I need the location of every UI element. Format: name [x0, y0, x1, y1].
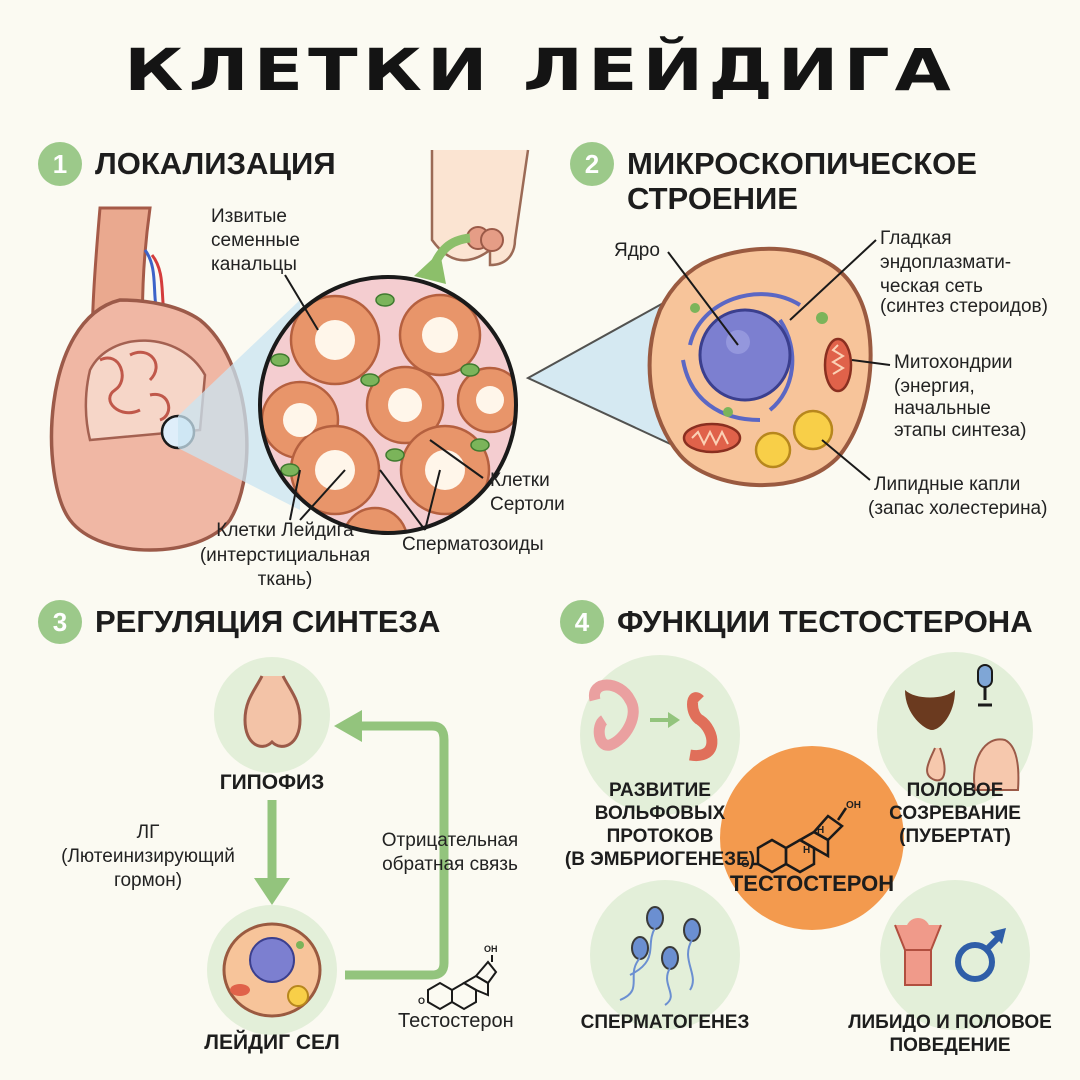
label-wolff-2: ВОЛЬФОВЫХ: [594, 803, 726, 824]
label-sperm: Сперматозоиды: [402, 534, 544, 555]
label-sertoli-2: Сертоли: [490, 494, 565, 515]
section-2-badge: 2: [570, 142, 614, 186]
label-puberty-1: ПОЛОВОЕ: [906, 780, 1004, 801]
testosterone-center: [720, 746, 904, 930]
mini-molecule-o: O: [418, 996, 426, 1006]
label-sertoli-1: Клетки: [490, 470, 550, 491]
label-mito-4: этапы синтеза): [894, 420, 1027, 441]
molecule-h-1: H: [817, 825, 825, 836]
label-leydig-cell: ЛЕЙДИГ СЕЛ: [204, 1031, 340, 1054]
section-2-title-line2: СТРОЕНИЕ: [627, 181, 798, 216]
label-puberty-3: (ПУБЕРТАТ): [899, 826, 1011, 847]
wolffian-node: [580, 655, 740, 815]
label-puberty-2: СОЗРЕВАНИЕ: [889, 803, 1021, 824]
label-leydig-3: ткань): [257, 569, 313, 590]
leader-lines-s2: [667, 239, 891, 481]
tubules-zoom-circle: [258, 275, 518, 535]
label-wolff-1: РАЗВИТИЕ: [609, 780, 711, 801]
label-mito-2: (энергия,: [894, 376, 975, 397]
label-lipid-1: Липидные капли: [874, 474, 1021, 495]
leydig-cell: [647, 246, 873, 488]
puberty-node: [877, 652, 1033, 808]
label-testosterone-small: Тестостерон: [398, 1010, 514, 1032]
label-feedback-2: обратная связь: [382, 854, 518, 875]
label-libido-1: ЛИБИДО И ПОЛОВОЕ: [848, 1012, 1052, 1033]
label-ser-2: эндоплазмати-: [880, 252, 1012, 273]
molecule-h-2: H: [803, 845, 811, 856]
label-mito-3: начальные: [894, 398, 991, 419]
label-tubules-2: семенные: [211, 230, 300, 251]
label-tubules-3: канальцы: [211, 254, 297, 275]
label-pituitary: ГИПОФИЗ: [219, 771, 325, 794]
leader-lines-s1: [284, 274, 484, 531]
body-silhouette: [430, 149, 530, 267]
label-spermatogenesis: СПЕРМАТОГЕНЕЗ: [580, 1012, 750, 1033]
lh-arrow: [254, 800, 290, 905]
page-title: КЛЕТКИ ЛЕЙДИГА: [124, 36, 956, 104]
section-2-title-line1: МИКРОСКОПИЧЕСКОЕ: [627, 146, 977, 181]
label-wolff-4: (В ЭМБРИОГЕНЕЗЕ): [564, 849, 756, 870]
zoom-arrow-head: [414, 252, 446, 284]
label-lh-3: гормон): [113, 870, 183, 891]
pituitary-node: [214, 657, 330, 773]
testosterone-mini-molecule: [427, 955, 498, 1011]
label-ser-4: (синтез стероидов): [880, 296, 1048, 317]
label-lh-2: (Лютеинизирующий: [61, 846, 235, 867]
feedback-loop-arrow: [334, 710, 449, 980]
label-lipid-2: (запас холестерина): [868, 498, 1048, 519]
section-4-title: ФУНКЦИИ ТЕСТОСТЕРОНА: [617, 604, 1033, 639]
label-tubules-1: Извитые: [211, 206, 287, 227]
spermatogenesis-node: [590, 880, 740, 1030]
section-1-badge: 1: [38, 142, 82, 186]
label-nucleus: Ядро: [614, 240, 660, 261]
section-3-badge: 3: [38, 600, 82, 644]
label-ser-1: Гладкая: [880, 228, 952, 249]
label-leydig-1: Клетки Лейдига: [216, 520, 354, 541]
label-leydig-2: (интерстициальная: [199, 545, 371, 566]
label-wolff-3: ПРОТОКОВ: [606, 826, 714, 847]
section-1-title: ЛОКАЛИЗАЦИЯ: [95, 146, 336, 181]
label-libido-2: ПОВЕДЕНИЕ: [889, 1035, 1011, 1056]
label-testosterone-center: ТЕСТОСТЕРОН: [729, 871, 895, 896]
label-lh-1: ЛГ: [136, 822, 160, 843]
label-ser-3: ческая сеть: [880, 276, 983, 297]
leydig-mini-node: [207, 905, 337, 1035]
label-feedback-1: Отрицательная: [381, 830, 519, 851]
molecule-o: O: [741, 858, 750, 870]
mini-molecule-oh: OH: [484, 944, 498, 954]
section-3-title: РЕГУЛЯЦИЯ СИНТЕЗА: [95, 604, 441, 639]
molecule-oh: OH: [846, 800, 861, 811]
libido-node: [880, 880, 1030, 1030]
section-4-badge: 4: [560, 600, 604, 644]
label-mito-1: Митохондрии: [894, 352, 1013, 373]
